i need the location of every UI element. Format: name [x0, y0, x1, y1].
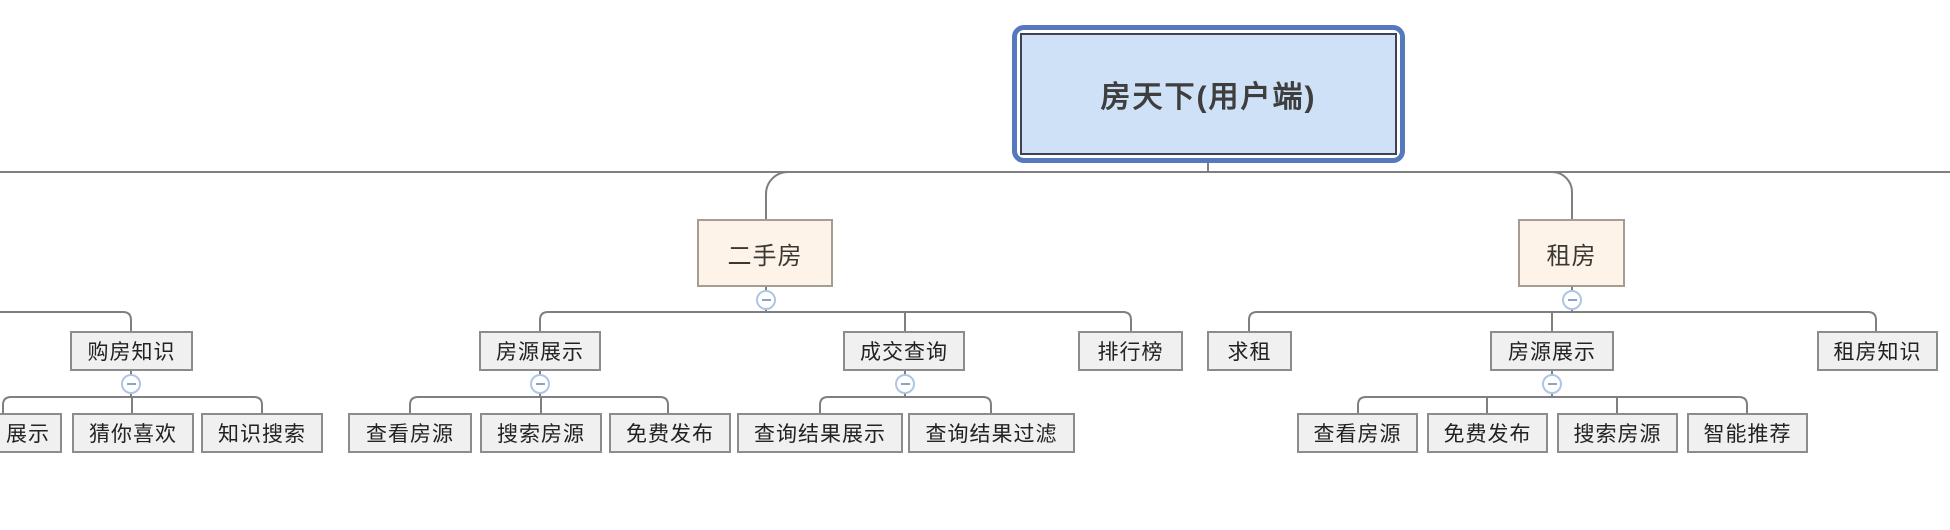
node-listing-display-secondhand[interactable]: 房源展示	[479, 331, 601, 371]
node-ranking-list[interactable]: 排行榜	[1078, 331, 1183, 371]
node-free-publish-secondhand[interactable]: 免费发布	[609, 413, 731, 453]
collapse-icon-house-buying-knowledge[interactable]	[121, 374, 141, 394]
collapse-icon-renting[interactable]	[1562, 290, 1582, 310]
minus-icon	[900, 383, 910, 385]
node-search-listings-renting[interactable]: 搜索房源	[1557, 413, 1678, 453]
minus-icon	[535, 383, 545, 385]
node-display-clipped[interactable]: 展示	[0, 413, 62, 453]
minus-icon	[1547, 383, 1557, 385]
node-free-publish-renting[interactable]: 免费发布	[1427, 413, 1548, 453]
node-listing-display-renting[interactable]: 房源展示	[1490, 331, 1614, 371]
node-root-fangtianxia-user[interactable]: 房天下(用户端)	[1012, 25, 1405, 163]
node-deal-query[interactable]: 成交查询	[843, 331, 965, 371]
node-house-buying-knowledge[interactable]: 购房知识	[70, 331, 193, 371]
node-second-hand-house[interactable]: 二手房	[697, 219, 833, 287]
node-renting-knowledge[interactable]: 租房知识	[1817, 331, 1938, 371]
node-rent-seeking[interactable]: 求租	[1207, 331, 1292, 371]
node-view-listings-renting[interactable]: 查看房源	[1297, 413, 1418, 453]
collapse-icon-listing-display-secondhand[interactable]	[530, 374, 550, 394]
collapse-icon-second-hand-house[interactable]	[756, 290, 776, 310]
minus-icon	[126, 383, 136, 385]
node-query-result-filter[interactable]: 查询结果过滤	[908, 413, 1075, 453]
node-smart-recommend[interactable]: 智能推荐	[1687, 413, 1808, 453]
minus-icon	[1567, 299, 1577, 301]
node-query-result-display[interactable]: 查询结果展示	[737, 413, 903, 453]
node-guess-you-like[interactable]: 猜你喜欢	[72, 413, 194, 453]
collapse-icon-deal-query[interactable]	[895, 374, 915, 394]
collapse-icon-listing-display-renting[interactable]	[1542, 374, 1562, 394]
node-view-listings-secondhand[interactable]: 查看房源	[348, 413, 472, 453]
root-label: 房天下(用户端)	[1020, 33, 1397, 155]
minus-icon	[761, 299, 771, 301]
node-renting[interactable]: 租房	[1518, 219, 1625, 287]
node-knowledge-search[interactable]: 知识搜索	[201, 413, 323, 453]
node-search-listings-secondhand[interactable]: 搜索房源	[480, 413, 602, 453]
